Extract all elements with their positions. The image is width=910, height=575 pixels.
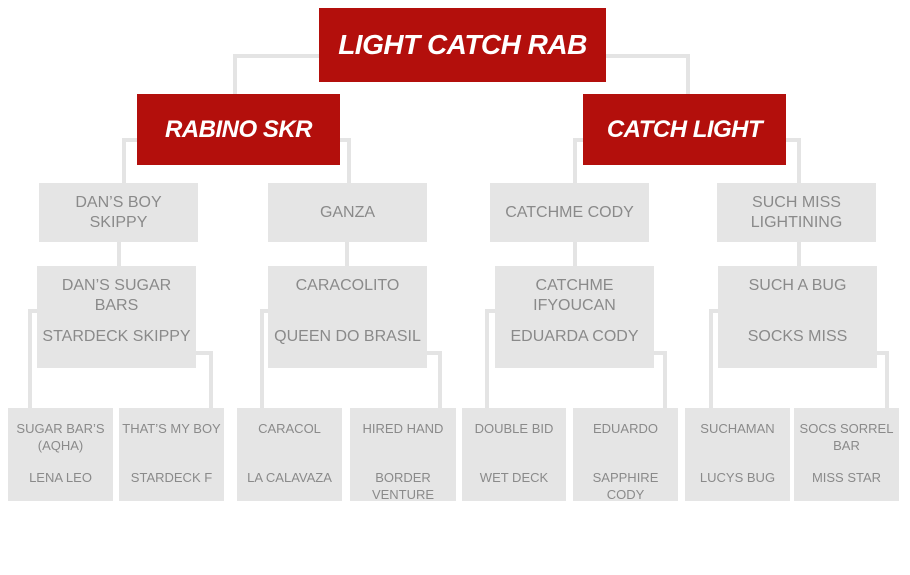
gen5-box-2: THAT’S MY BOY STARDECK F [119, 408, 224, 501]
gen4-box-4: SUCH A BUG SOCKS MISS [718, 266, 877, 368]
gen5-box-4: HIRED HAND BORDER VENTURE [350, 408, 456, 502]
gen5-box-8: SOCS SORREL BAR MISS STAR [794, 408, 899, 501]
gen5-box-3: CARACOL LA CALAVAZA [237, 408, 342, 501]
gen5-sire-name: HIRED HAND [362, 421, 444, 436]
sire-name: RABINO SKR [164, 115, 313, 143]
gen3-name: DAN’S BOY SKIPPY [75, 193, 162, 231]
gen5-sire-name: EDUARDO [592, 421, 658, 436]
gen5-sire-name: THAT’S MY BOY [122, 421, 221, 436]
gen5-sire-name: SOCS SORREL BAR [799, 421, 894, 453]
gen5-dam-name: MISS STAR [811, 470, 882, 485]
gen3-box-2: GANZA [268, 183, 427, 242]
root-horse-name: LIGHT CATCH RAB [338, 29, 587, 60]
gen5-box-5: DOUBLE BID WET DECK [462, 408, 566, 501]
gen4-dam-name: QUEEN DO BRASIL [274, 328, 421, 345]
gen5-dam-name: SAPPHIRE CODY [592, 470, 659, 502]
gen4-sire-name: SUCH A BUG [748, 277, 847, 294]
dam-name: CATCH LIGHT [606, 115, 763, 143]
gen5-dam-name: STARDECK F [130, 470, 213, 485]
gen5-box-6: EDUARDO SAPPHIRE CODY [573, 408, 678, 502]
dam-box: CATCH LIGHT [583, 94, 786, 165]
gen5-sire-name: CARACOL [258, 421, 321, 436]
gen5-dam-name: LENA LEO [29, 470, 92, 485]
gen4-dam-name: SOCKS MISS [747, 328, 848, 345]
gen5-sire-name: SUCHAMAN [700, 421, 775, 436]
gen4-sire-name: CARACOLITO [295, 277, 400, 294]
gen5-sire-name: DOUBLE BID [474, 421, 554, 436]
gen5-dam-name: BORDER VENTURE [371, 470, 435, 502]
gen4-sire-name: DAN’S SUGAR BARS [61, 277, 172, 314]
gen5-sire-name: SUGAR BAR’S (AQHA) [16, 421, 105, 453]
gen5-box-1: SUGAR BAR’S (AQHA) LENA LEO [8, 408, 113, 501]
gen4-box-2: CARACOLITO QUEEN DO BRASIL [268, 266, 427, 368]
gen5-dam-name: LA CALAVAZA [247, 470, 332, 485]
gen3-name: GANZA [319, 203, 376, 221]
sire-box: RABINO SKR [137, 94, 340, 165]
root-horse-box: LIGHT CATCH RAB [319, 8, 606, 82]
gen3-box-1: DAN’S BOY SKIPPY [39, 183, 198, 242]
gen4-box-1: DAN’S SUGAR BARS STARDECK SKIPPY [37, 266, 196, 368]
gen5-dam-name: LUCYS BUG [699, 470, 776, 485]
gen5-box-7: SUCHAMAN LUCYS BUG [685, 408, 790, 501]
gen5-dam-name: WET DECK [479, 470, 549, 485]
gen3-box-4: SUCH MISS LIGHTINING [717, 183, 876, 242]
gen3-name: SUCH MISS LIGHTINING [750, 193, 843, 231]
gen4-dam-name: EDUARDA CODY [510, 328, 639, 345]
gen3-name: CATCHME CODY [505, 203, 634, 221]
gen3-box-3: CATCHME CODY [490, 183, 649, 242]
gen4-sire-name: CATCHME IFYOUCAN [533, 277, 616, 314]
gen4-box-3: CATCHME IFYOUCAN EDUARDA CODY [495, 266, 654, 368]
gen4-dam-name: STARDECK SKIPPY [42, 328, 191, 345]
